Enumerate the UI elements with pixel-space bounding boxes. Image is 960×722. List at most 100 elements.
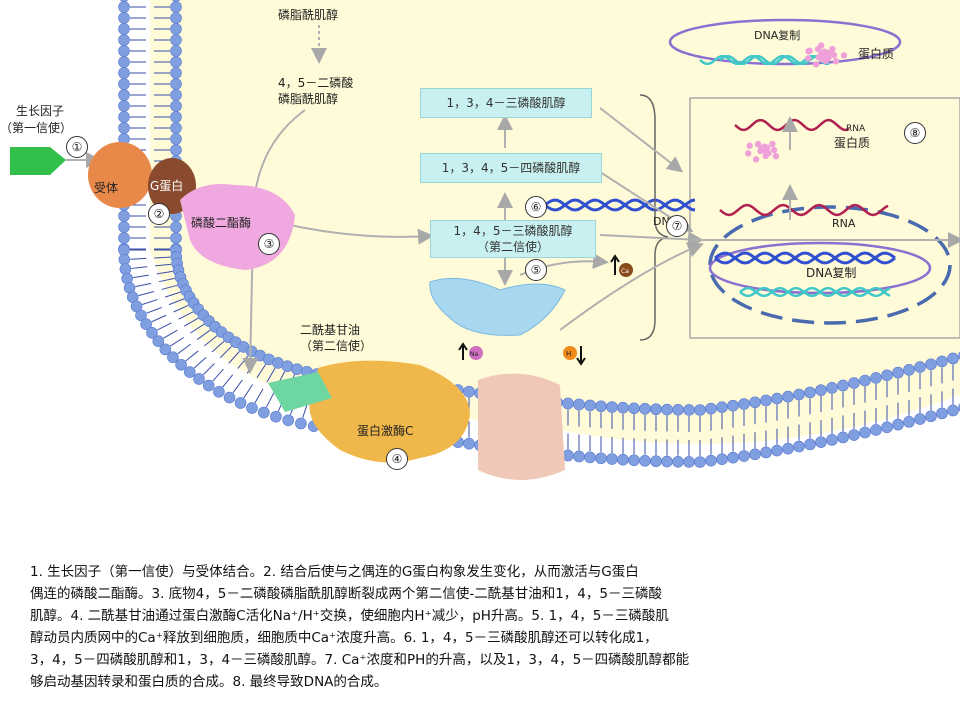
lipid-head [672, 403, 684, 416]
caption-line: 3，4，5－四磷酸肌醇和1，3，4－三磷酸肌醇。7. Ca⁺浓度和PH的升高，以… [30, 652, 690, 668]
lipid-head [606, 401, 618, 413]
lipid-head [694, 456, 706, 468]
lipid-head [584, 399, 596, 412]
protein-bead [840, 52, 848, 59]
lipid-head [628, 402, 640, 415]
lipid-tail [228, 351, 240, 364]
lipid-head [234, 397, 247, 409]
lipid-head [146, 327, 158, 339]
lipid-tail [212, 368, 224, 382]
na-ion [469, 346, 483, 360]
lipid-head [175, 358, 187, 371]
lipid-tail [155, 263, 172, 267]
lipid-tail [204, 335, 218, 347]
lipid-tail [219, 346, 232, 359]
step-8-badge: ⑧ [904, 122, 926, 144]
lipid-head [463, 437, 475, 450]
dag-label-line1: 二酰基甘油 [300, 323, 361, 337]
lipid-head [716, 401, 728, 413]
lipid-tail [168, 298, 185, 306]
protein-bead [762, 152, 769, 160]
step-2-badge: ② [148, 203, 170, 225]
lipid-head [223, 391, 236, 404]
lipid-head [881, 369, 893, 382]
dna-replication-top-label: DNA复制 [754, 29, 801, 42]
lipid-head [694, 404, 706, 416]
lipid-head [170, 232, 182, 244]
lipid-tail [178, 311, 194, 320]
lipid-head [705, 402, 717, 415]
lipid-head [562, 397, 574, 410]
lipid-head [848, 429, 860, 441]
protein-bead [823, 52, 831, 59]
lipid-head [727, 399, 739, 412]
h-label: H [566, 350, 572, 358]
lipid-head [815, 384, 827, 396]
lipid-head [815, 436, 827, 448]
growth-factor [10, 147, 66, 175]
lipid-head [925, 410, 937, 423]
lipid-head [270, 410, 282, 423]
lipid-head [760, 446, 772, 459]
protein-bead [817, 42, 825, 49]
strand [714, 251, 896, 265]
ca-ion [619, 263, 633, 277]
lipid-tail [154, 256, 171, 259]
strand [739, 286, 891, 298]
lipid-head [650, 403, 662, 416]
step-3-badge: ③ [258, 233, 280, 255]
lipid-head [661, 403, 673, 416]
lipid-head [859, 374, 871, 387]
rna-nucleus-label: RNA [832, 217, 856, 230]
lipid-tail [163, 329, 178, 339]
pip2-label-line2: 磷脂酰肌醇 [278, 92, 339, 106]
lipid-head [118, 45, 130, 57]
strand [714, 251, 896, 265]
protein-bead [805, 55, 812, 62]
lipid-head [903, 364, 915, 376]
lipid-head [118, 12, 130, 24]
growth-factor-label-line1: 生长因子 [16, 104, 65, 118]
lipid-head [246, 402, 258, 414]
lipid-head [903, 416, 915, 428]
lipid-head [202, 379, 215, 392]
protein-bead [754, 140, 762, 148]
lipid-head [282, 414, 295, 427]
protein-mid-label: 蛋白质 [834, 136, 871, 150]
lipid-head [661, 455, 673, 468]
lipid-head [584, 451, 596, 464]
lipid-head [859, 426, 871, 439]
growth-factor-label-line2: （第一信使） [0, 121, 73, 135]
lipid-tail [157, 322, 172, 331]
lipid-tail [151, 314, 167, 323]
step-5-badge: ⑤ [525, 259, 547, 281]
lipid-head [705, 454, 717, 467]
protein-bead [812, 61, 820, 68]
lipid-head [118, 221, 130, 233]
receptor [88, 142, 152, 208]
lipid-head [837, 431, 849, 444]
lipid-head [749, 448, 761, 461]
caption-line: 偶连的磷酸二酯酶。3. 底物4，5－二磷酸磷脂酰肌醇断裂成两个第二信使-二酰基甘… [30, 586, 662, 602]
lipid-head [892, 418, 904, 431]
lipid-head [170, 122, 182, 134]
lipid-head [804, 386, 816, 399]
lipid-head [170, 89, 182, 101]
caption-line: 肌醇。4. 二酰基甘油通过蛋白激酶C活化Na⁺/H⁺交换，使细胞内H⁺减少，pH… [30, 608, 669, 624]
lipid-tail [211, 340, 225, 353]
lipid-tail [135, 282, 152, 288]
lipid-tail [202, 363, 215, 376]
lipid-head [628, 454, 640, 467]
strand [544, 198, 696, 212]
h-ion [563, 346, 577, 360]
lipid-tail [266, 392, 275, 408]
lipid-head [170, 100, 182, 112]
lipid-head [170, 144, 182, 156]
lipid-head [170, 34, 182, 46]
endoplasmic-reticulum [429, 277, 566, 336]
protein-bead [815, 54, 823, 61]
lipid-head [118, 1, 130, 13]
lipid-head [595, 400, 607, 413]
lipid-head [213, 385, 225, 398]
lipid-tail [185, 350, 199, 362]
